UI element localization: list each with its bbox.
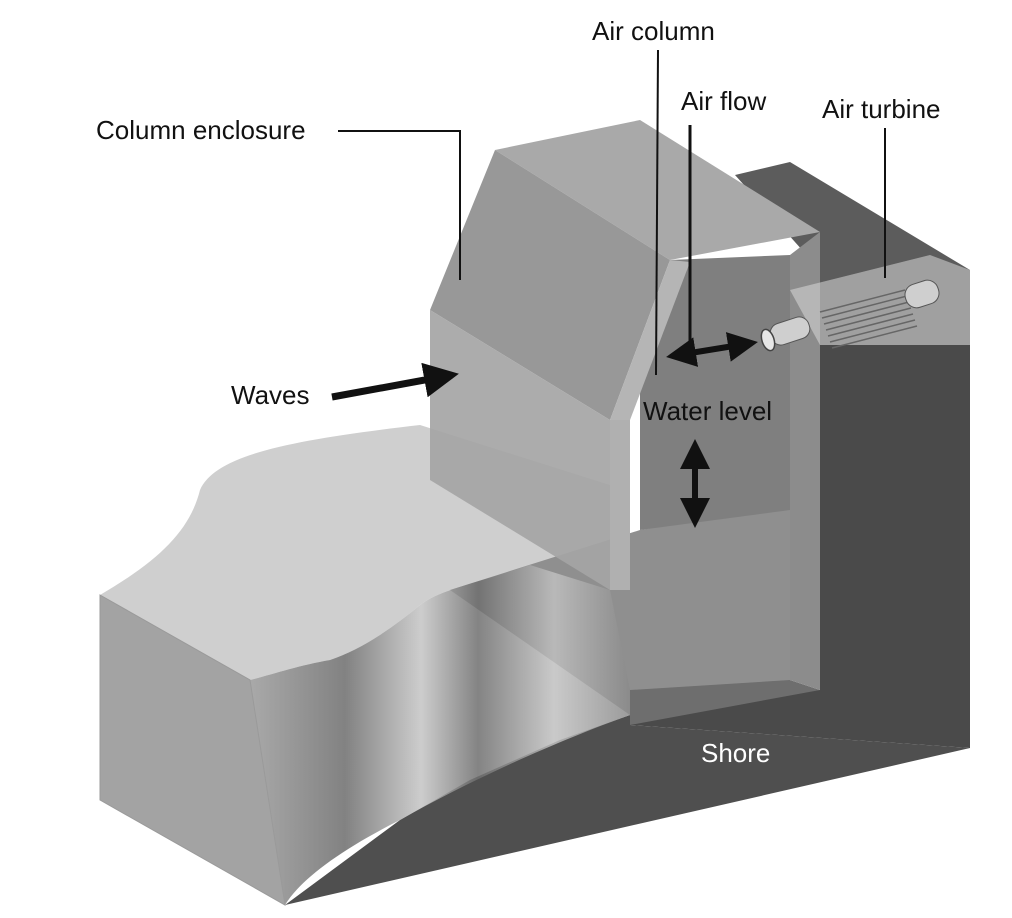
label-air-column: Air column — [592, 16, 715, 46]
enclosure-front-wall — [430, 310, 610, 590]
leader-lines — [338, 49, 886, 376]
air-flow-arrow — [666, 332, 758, 367]
label-shore: Shore — [701, 738, 771, 768]
enclosure-side — [610, 260, 690, 420]
column-floor — [450, 505, 790, 715]
enclosure-right-pillar — [790, 232, 820, 690]
leader-air-column — [655, 49, 659, 376]
shore-front-face — [285, 715, 970, 905]
label-air-turbine: Air turbine — [822, 94, 941, 124]
water-front-face — [250, 565, 630, 905]
water-block-outline — [99, 594, 286, 906]
label-waves: Waves — [231, 380, 310, 410]
leader-column-enclosure — [338, 130, 461, 280]
waves-arrow — [331, 362, 459, 401]
enclosure-side-lower — [610, 420, 630, 590]
label-water-level: Water level — [643, 396, 773, 426]
column-back-wall — [640, 255, 790, 530]
air-turbine-assembly — [760, 279, 940, 352]
water-left-face — [100, 595, 285, 905]
label-column-enclosure: Column enclosure — [96, 115, 306, 145]
enclosure-slope — [430, 150, 670, 420]
column-floor-edge — [630, 680, 820, 725]
turbine-duct-top — [790, 255, 970, 345]
shore-side-face — [630, 345, 970, 748]
label-air-flow: Air flow — [681, 86, 767, 116]
